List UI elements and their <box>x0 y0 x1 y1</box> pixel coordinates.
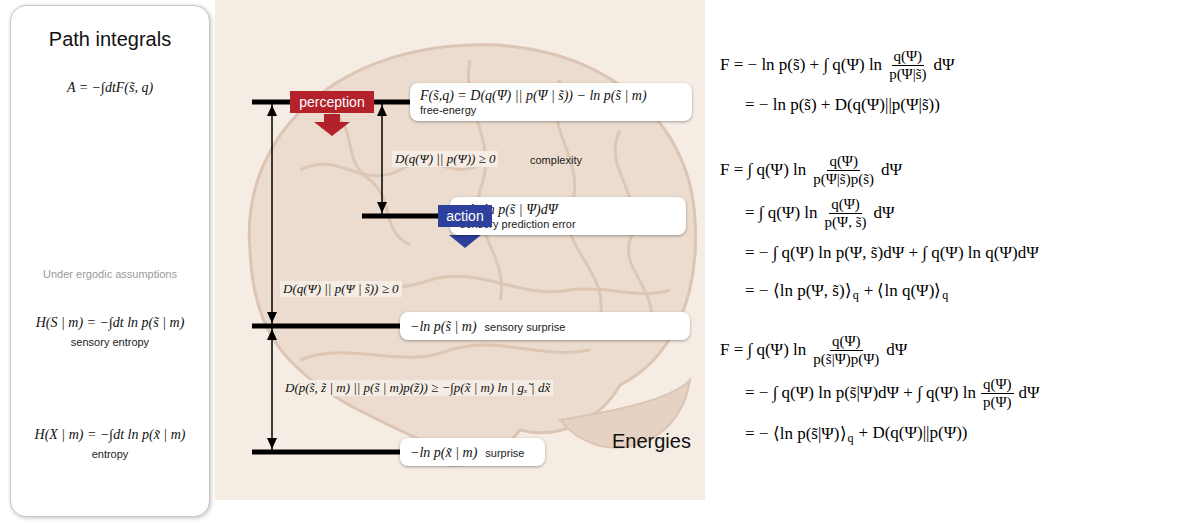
equation-term: F = − ln p(s̃) + ∫ q(Ψ) ln <box>720 55 882 75</box>
equation-term: + ⟨ln q(Ψ)⟩ <box>864 280 942 301</box>
subscript: q <box>848 431 854 446</box>
action-tag: action <box>438 205 492 227</box>
equation-term: = − ∫ q(Ψ) ln p(Ψ, s̃)dΨ + ∫ q(Ψ) ln q(Ψ… <box>745 243 1039 263</box>
tag-label: action <box>446 208 484 224</box>
level-name: complexity <box>530 154 582 166</box>
fraction: q(Ψ)p(Ψ, s̃) <box>823 196 869 231</box>
equation-term: = − ln p(s̃) + D(q(Ψ)||p(Ψ|s̃)) <box>745 95 940 115</box>
subscript: q <box>942 288 948 303</box>
formula: −ln p(x̃ | m) <box>410 445 477 461</box>
arrow-line <box>272 102 410 326</box>
note: Under ergodic assumptions <box>11 268 209 280</box>
brain-outline <box>249 45 695 466</box>
brain-ground <box>215 0 705 500</box>
formula: −ln p(s̃ | m) <box>410 319 477 335</box>
numerator: q(Ψ) <box>830 333 863 351</box>
equation-line: = − ln p(s̃) + D(q(Ψ)||p(Ψ|s̃)) <box>745 95 940 115</box>
formula: H(S | m) = −∫dt ln p(s̃ | m) <box>11 315 209 331</box>
level-arrow <box>267 102 410 326</box>
equation-term: = − ⟨ln p(s̃|Ψ)⟩ <box>745 423 847 444</box>
equation-line: = ∫ q(Ψ) lnq(Ψ)p(Ψ, s̃)dΨ <box>745 196 895 231</box>
arrowhead <box>267 329 277 340</box>
caption: sensory prediction error <box>460 218 676 230</box>
formula: A = −∫dtF(s̃, q) <box>11 80 209 96</box>
numerator: q(Ψ) <box>981 376 1014 394</box>
perception-arrow <box>314 114 350 136</box>
panel-title: Path integrals <box>11 28 209 51</box>
brain-fold <box>300 345 590 360</box>
caption: free-energy <box>420 104 682 116</box>
divergence-label: D(q(Ψ) || p(Ψ | s̃)) ≥ 0 <box>280 281 402 297</box>
denominator: p(Ψ) <box>981 394 1014 411</box>
caption: sensory entropy <box>11 336 209 348</box>
equation-line: F = ∫ q(Ψ) lnq(Ψ)p(Ψ|s̃)p(s̃)dΨ <box>720 153 902 188</box>
caption: entropy <box>11 448 209 460</box>
equation-term: F = ∫ q(Ψ) ln <box>720 160 806 180</box>
sensory-surprise-box: −ln p(s̃ | m) sensory surprise <box>400 312 690 340</box>
path-integral-panel: Path integrals A = −∫dtF(s̃, q) Under ergo… <box>10 5 210 517</box>
free-energy-box: F(s̃,q) = D(q(Ψ) || p(Ψ | s̃)) − ln p(s̃… <box>410 83 692 121</box>
numerator: q(Ψ) <box>829 196 862 214</box>
equation-term: dΨ <box>881 160 902 180</box>
formula: −∫q ln p(s̃ | Ψ)dΨ <box>460 202 676 218</box>
caption: surprise <box>485 447 524 459</box>
equation-term: = − ∫ q(Ψ) ln p(s̃|Ψ)dΨ + ∫ q(Ψ) ln <box>745 383 976 403</box>
formula: H(X | m) = −∫dt ln p(x̃ | m) <box>11 427 209 443</box>
equation-term: F = ∫ q(Ψ) ln <box>720 340 806 360</box>
equation-term: = − ⟨ln p(Ψ, s̃)⟩ <box>745 280 852 301</box>
equation-term: dΨ <box>886 340 907 360</box>
numerator: q(Ψ) <box>827 153 860 171</box>
equation-line: = − ∫ q(Ψ) ln p(Ψ, s̃)dΨ + ∫ q(Ψ) ln q(Ψ… <box>745 243 1039 263</box>
brain-fold <box>330 110 410 245</box>
denominator: p(Ψ|s̃) <box>887 66 928 83</box>
equation-term: dΨ <box>1019 383 1040 403</box>
arrowhead <box>267 105 277 116</box>
arrowhead <box>267 312 277 323</box>
equation-term: dΨ <box>934 55 955 75</box>
fraction: q(Ψ)p(Ψ|s̃)p(s̃) <box>811 153 876 188</box>
formula: F(s̃,q) = D(q(Ψ) || p(Ψ | s̃)) − ln p(s̃… <box>420 88 682 104</box>
perception-tag: perception <box>290 91 374 113</box>
axis-title: Energies <box>612 430 691 453</box>
arrowhead <box>377 202 387 213</box>
equation-term: + D(q(Ψ)||p(Ψ)) <box>859 423 968 443</box>
tag-label: perception <box>298 94 366 110</box>
divergence-label: D(p(s̃, z̃ | m) || p(s̃ | m)p(z̃)) ≥ −∫p… <box>282 380 553 396</box>
equation-line: F = − ln p(s̃) + ∫ q(Ψ) lnq(Ψ)p(Ψ|s̃)dΨ <box>720 48 955 83</box>
fraction: q(Ψ)p(s̃|Ψ)p(Ψ) <box>811 333 881 368</box>
equation-line: = − ⟨ln p(Ψ, s̃)⟩q+ ⟨ln q(Ψ)⟩q <box>745 280 948 301</box>
caption: sensory surprise <box>485 321 566 333</box>
fraction: q(Ψ)p(Ψ|s̃) <box>887 48 928 83</box>
equation-line: F = ∫ q(Ψ) lnq(Ψ)p(s̃|Ψ)p(Ψ)dΨ <box>720 333 907 368</box>
fraction: q(Ψ)p(Ψ) <box>981 376 1014 411</box>
subscript: q <box>853 288 859 303</box>
arrowhead <box>267 438 277 449</box>
equation-line: = − ⟨ln p(s̃|Ψ)⟩q + D(q(Ψ)||p(Ψ)) <box>745 423 968 444</box>
numerator: q(Ψ) <box>892 48 925 66</box>
denominator: p(Ψ|s̃)p(s̃) <box>811 171 876 188</box>
denominator: p(s̃|Ψ)p(Ψ) <box>811 351 881 368</box>
equation-term: = ∫ q(Ψ) ln <box>745 203 818 223</box>
arrowhead <box>377 105 387 116</box>
equation-line: = − ∫ q(Ψ) ln p(s̃|Ψ)dΨ + ∫ q(Ψ) lnq(Ψ)p… <box>745 376 1040 411</box>
divergence-label: D(q(Ψ) || p(Ψ)) ≥ 0 <box>392 151 498 167</box>
equation-term: dΨ <box>874 203 895 223</box>
surprise-box: −ln p(x̃ | m) surprise <box>400 438 545 466</box>
denominator: p(Ψ, s̃) <box>823 214 869 231</box>
